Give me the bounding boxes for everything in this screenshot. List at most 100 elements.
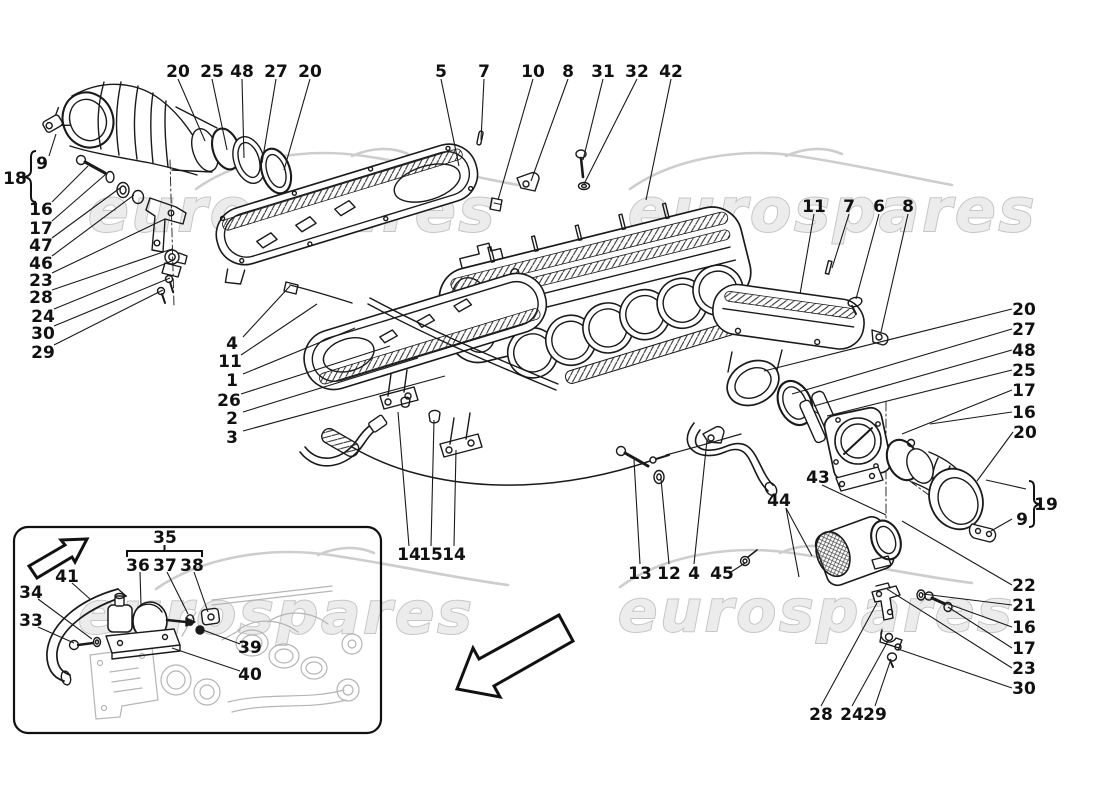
front-direction-arrow	[454, 612, 576, 700]
leader-line	[51, 173, 107, 222]
part-label-20: 20	[166, 62, 190, 82]
leader-line	[261, 78, 277, 164]
part-label-28: 28	[809, 705, 833, 725]
part-label-43: 43	[806, 468, 830, 488]
part-label-41: 41	[55, 567, 79, 587]
leader-line	[660, 478, 670, 565]
leader-line	[583, 78, 638, 185]
leader-line	[51, 248, 173, 291]
leader-line	[497, 78, 534, 201]
leader-line	[397, 411, 410, 547]
part-label-31: 31	[591, 62, 615, 82]
part-label-9: 9	[36, 154, 48, 174]
part-label-21: 21	[1012, 596, 1036, 616]
leader-line	[211, 78, 228, 151]
manifold-cover-lower	[303, 272, 548, 391]
part-label-26: 26	[217, 391, 241, 411]
part-label-8: 8	[902, 197, 914, 217]
part-label-12: 12	[657, 564, 681, 584]
throttle-body-assembly	[776, 379, 997, 668]
group-braces	[21, 150, 1041, 557]
inset-pump-assembly	[46, 588, 221, 686]
leader-line	[976, 431, 1014, 482]
part-label-20: 20	[1012, 300, 1036, 320]
leader-line	[851, 640, 889, 707]
leader-line	[985, 479, 1027, 490]
part-label-16: 16	[1012, 403, 1036, 423]
part-label-9: 9	[1016, 510, 1028, 530]
leader-line	[202, 629, 241, 645]
part-label-44: 44	[767, 491, 791, 511]
part-label-16: 16	[1012, 618, 1036, 638]
part-label-20: 20	[298, 62, 322, 82]
part-label-39: 39	[238, 638, 262, 658]
part-label-2: 2	[226, 409, 238, 429]
part-label-6: 6	[873, 197, 885, 217]
leader-line	[53, 289, 164, 346]
leader-line	[51, 194, 135, 257]
left-bracket-parts	[75, 154, 188, 307]
part-label-33: 33	[19, 611, 43, 631]
part-label-25: 25	[1012, 361, 1036, 381]
part-label-17: 17	[29, 219, 53, 239]
leader-line	[240, 303, 318, 356]
brace-19	[1028, 480, 1041, 528]
part-label-27: 27	[264, 62, 288, 82]
leader-line	[821, 484, 887, 516]
leader-line	[799, 213, 815, 295]
part-label-29: 29	[31, 343, 55, 363]
leader-line	[139, 571, 142, 606]
part-label-15: 15	[419, 545, 443, 565]
inset-background-sketch	[89, 585, 363, 720]
part-label-24: 24	[31, 307, 55, 327]
leader-line	[633, 459, 641, 565]
leader-line	[530, 78, 569, 182]
leader-line	[901, 520, 1013, 586]
leader-line	[813, 349, 1013, 407]
inset-box	[12, 525, 383, 735]
leader-line	[480, 78, 485, 141]
part-label-48: 48	[230, 62, 254, 82]
leader-line	[37, 626, 75, 644]
part-label-19: 19	[1034, 495, 1058, 515]
part-label-13: 13	[628, 564, 652, 584]
leader-line	[791, 328, 1013, 395]
small-fasteners-and-hoses	[299, 130, 778, 567]
part-label-22: 22	[1012, 576, 1036, 596]
leader-line	[645, 78, 672, 201]
leader-line	[831, 213, 850, 269]
part-label-47: 47	[29, 236, 53, 256]
leader-line	[897, 648, 1013, 689]
part-label-42: 42	[659, 62, 683, 82]
part-label-17: 17	[1012, 381, 1036, 401]
part-label-23: 23	[29, 271, 53, 291]
leader-line	[785, 507, 813, 557]
part-label-7: 7	[843, 197, 855, 217]
part-label-40: 40	[238, 665, 262, 685]
part-label-45: 45	[710, 564, 734, 584]
leader-line	[929, 411, 1013, 425]
part-label-38: 38	[180, 556, 204, 576]
leader-line	[51, 218, 166, 274]
part-label-30: 30	[1012, 679, 1036, 699]
part-label-23: 23	[1012, 659, 1036, 679]
leader-line	[37, 598, 93, 640]
part-label-4: 4	[226, 334, 238, 354]
leader-line	[582, 78, 604, 161]
part-label-48: 48	[1012, 341, 1036, 361]
leader-line	[71, 582, 91, 600]
part-label-3: 3	[226, 428, 238, 448]
part-label-1: 1	[226, 371, 238, 391]
part-label-16: 16	[29, 200, 53, 220]
leader-line	[430, 419, 435, 547]
leader-line	[177, 78, 206, 142]
leader-line	[283, 78, 311, 171]
part-label-4: 4	[688, 564, 700, 584]
leader-line	[242, 285, 291, 338]
bracket-35	[126, 545, 203, 557]
leader-line	[820, 602, 878, 707]
part-label-11: 11	[218, 352, 242, 372]
part-label-32: 32	[625, 62, 649, 82]
